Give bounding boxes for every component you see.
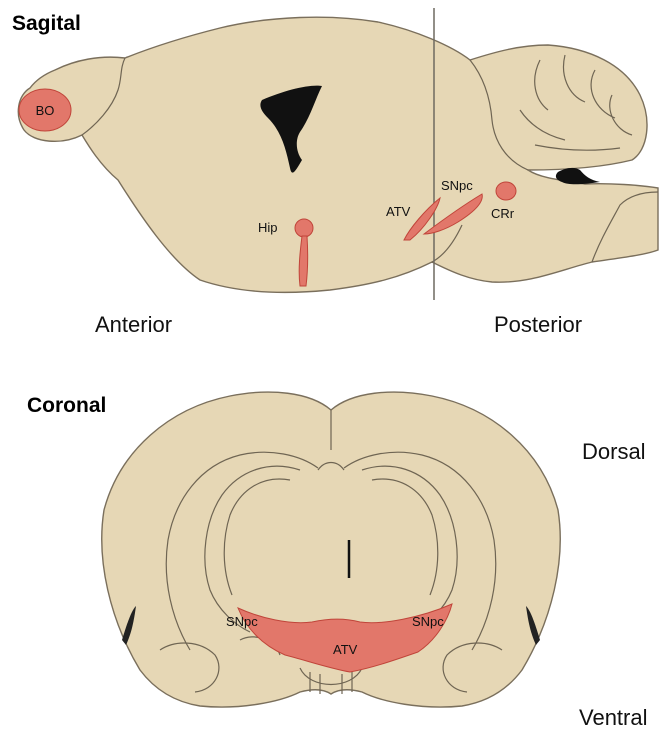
region-hip-top	[295, 219, 313, 237]
label-crr: CRr	[491, 206, 515, 221]
sagittal-section: Sagital BO Hip ATV SNpc CRr Anterior Pos…	[12, 8, 658, 337]
sagittal-title: Sagital	[12, 12, 81, 35]
posterior-label: Posterior	[494, 312, 582, 337]
anterior-label: Anterior	[95, 312, 172, 337]
region-crr	[496, 182, 516, 200]
label-snpc-coronal-right: SNpc	[412, 614, 444, 629]
dorsal-label: Dorsal	[582, 439, 646, 464]
label-snpc-sagittal: SNpc	[441, 178, 473, 193]
label-atv-coronal: ATV	[333, 642, 358, 657]
label-snpc-coronal-left: SNpc	[226, 614, 258, 629]
coronal-title: Coronal	[27, 394, 106, 417]
coronal-section: Coronal SNpc SNpc ATV Dorsal Ventral	[27, 392, 648, 729]
label-hip: Hip	[258, 220, 278, 235]
sagittal-brain-outline	[18, 17, 658, 292]
label-bo: BO	[36, 103, 55, 118]
label-atv-sagittal: ATV	[386, 204, 411, 219]
sagittal-fourth-ventricle	[556, 168, 600, 184]
ventral-label: Ventral	[579, 705, 648, 729]
